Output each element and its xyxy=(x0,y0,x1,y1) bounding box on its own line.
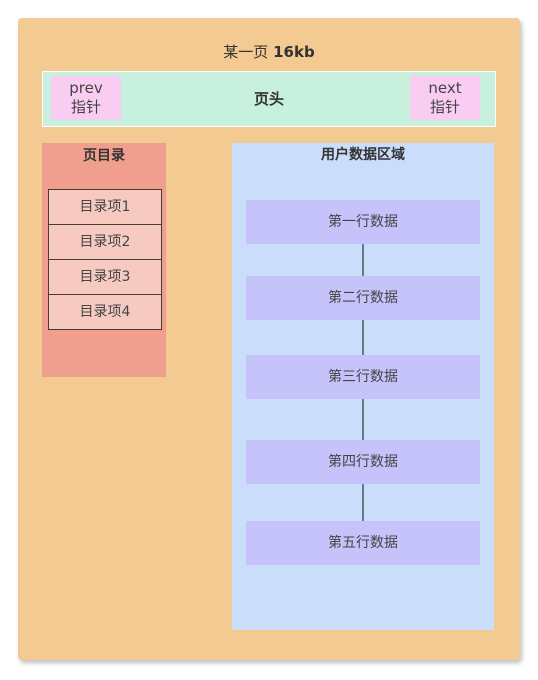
data-row: 第四行数据 xyxy=(246,440,480,484)
next-pointer: next 指针 xyxy=(410,76,480,120)
directory-item: 目录项4 xyxy=(48,295,162,330)
data-row: 第一行数据 xyxy=(246,200,480,244)
prev-pointer-sublabel: 指针 xyxy=(70,98,101,116)
data-row: 第二行数据 xyxy=(246,276,480,320)
page-directory-title: 页目录 xyxy=(83,148,125,164)
next-pointer-sublabel: 指针 xyxy=(429,98,460,116)
page-directory: 页目录 目录项1 目录项2 目录项3 目录项4 xyxy=(42,143,166,377)
page-title: 某一页 16kb xyxy=(18,42,520,62)
page-header: prev 指针 页头 next 指针 xyxy=(42,71,496,127)
directory-item: 目录项1 xyxy=(48,189,162,225)
data-row: 第五行数据 xyxy=(246,521,480,565)
next-pointer-label: next xyxy=(428,79,462,97)
directory-item: 目录项2 xyxy=(48,225,162,260)
data-page: 某一页 16kb prev 指针 页头 next 指针 页目录 目录项1 目录项… xyxy=(18,18,520,660)
page-title-prefix: 某一页 xyxy=(223,43,269,61)
prev-pointer-label: prev xyxy=(69,79,103,97)
prev-pointer: prev 指针 xyxy=(51,76,121,120)
page-title-size: 16kb xyxy=(273,43,315,61)
data-row: 第三行数据 xyxy=(246,355,480,399)
directory-item: 目录项3 xyxy=(48,260,162,295)
directory-list: 目录项1 目录项2 目录项3 目录项4 xyxy=(48,189,162,330)
user-data-area-title: 用户数据区域 xyxy=(321,147,405,163)
user-data-area: 用户数据区域 第一行数据 第二行数据 第三行数据 第四行数据 第五行数据 xyxy=(232,143,494,630)
